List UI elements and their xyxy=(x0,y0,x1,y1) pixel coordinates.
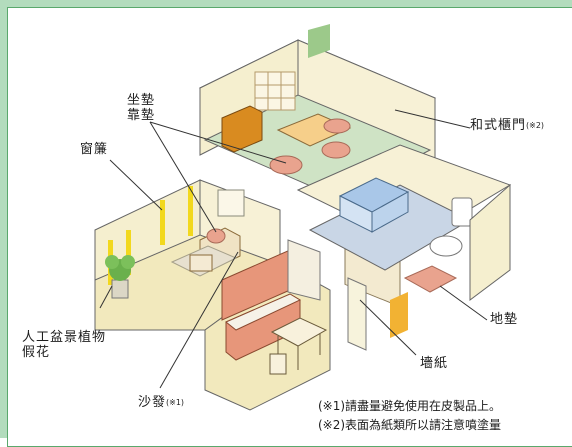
label-fusuma-text: 和式櫃門 xyxy=(470,118,527,133)
label-sofa-text: 沙發 xyxy=(138,395,167,410)
note-2: (※2)表面為紙類所以請注意噴塗量 xyxy=(318,418,502,432)
house-cutaway-illustration xyxy=(94,24,512,411)
label-curtain: 窗簾 xyxy=(80,142,109,157)
dining-table xyxy=(270,317,328,347)
label-fusuma-mark: (※2) xyxy=(526,121,545,130)
cabinet xyxy=(221,105,263,153)
label-sofa-mark: (※1) xyxy=(166,398,185,407)
plant-pot xyxy=(111,279,129,299)
leader-lines xyxy=(99,109,488,389)
label-sofa: 沙發(※1) xyxy=(138,395,184,410)
label-cushion: 坐墊 靠墊 xyxy=(127,93,155,123)
label-plant-line2: 假花 xyxy=(22,345,51,360)
label-plant-line1: 人工盆景植物 xyxy=(22,330,107,345)
curtain-shape xyxy=(160,200,165,245)
label-cushion-line1: 坐墊 xyxy=(127,93,156,108)
note-1: (※1)請盡量避免使用在皮製品上。 xyxy=(318,399,502,413)
toilet xyxy=(429,235,463,257)
cushion-shape xyxy=(269,155,303,175)
label-cushion-line2: 靠墊 xyxy=(127,108,156,123)
kitchen-dining xyxy=(204,239,367,411)
floor-mat xyxy=(403,265,458,293)
bathroom xyxy=(296,144,512,338)
label-mat: 地墊 xyxy=(490,312,519,327)
label-artificial-plant: 人工盆景植物 假花 xyxy=(22,330,106,360)
label-fusuma: 和式櫃門(※2) xyxy=(470,118,544,133)
label-wallpaper: 墻紙 xyxy=(420,356,449,371)
